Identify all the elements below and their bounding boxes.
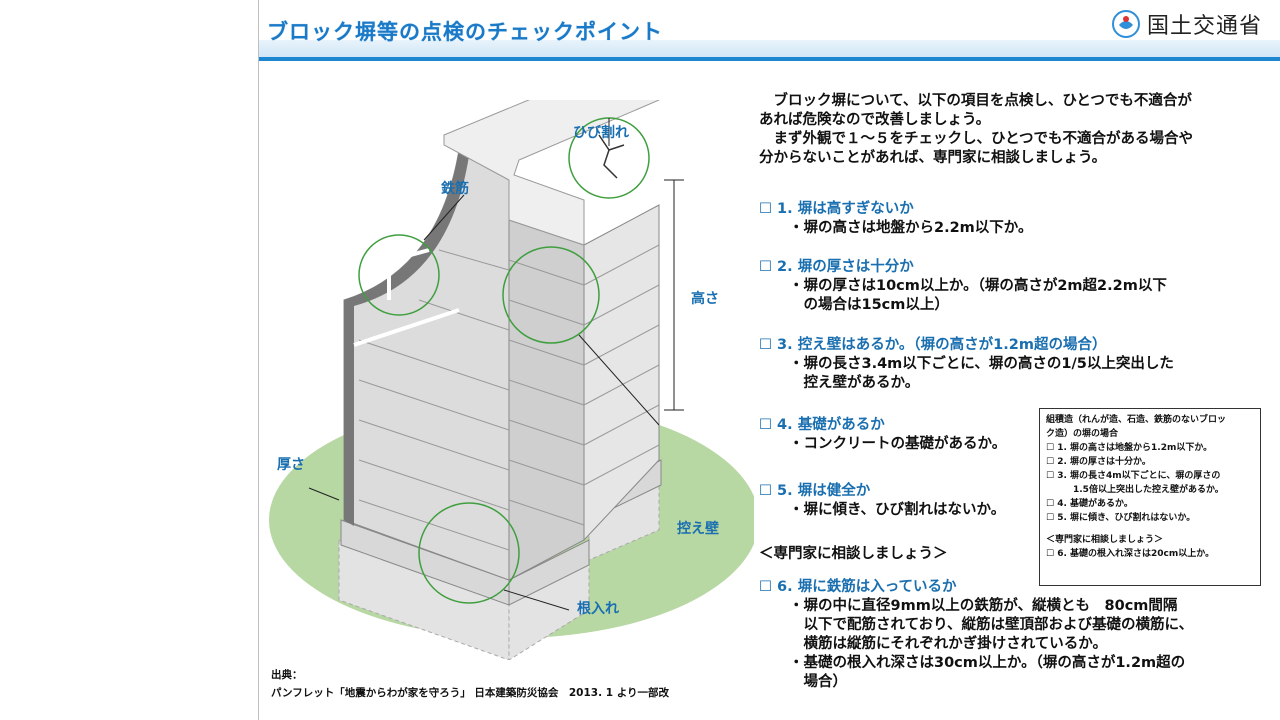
check-item-detail: ・コンクリートの基礎があるか。 <box>789 436 1007 452</box>
check-item-5: ☐ 5. 塀は健全か ・塀に傾き、ひび割れはないか。 <box>759 482 1005 520</box>
ministry-emblem-icon <box>1112 10 1140 38</box>
label-buttress: 控え壁 <box>677 521 719 537</box>
consult-expert-label: ＜専門家に相談しましょう＞ <box>759 546 948 562</box>
rebar <box>318 248 460 347</box>
box-line: ＜専門家に相談しましょう＞ <box>1046 535 1164 545</box>
check-item-head: ☐ 4. 基礎があるか <box>759 417 885 433</box>
box-line: ☐ 5. 塀に傾き、ひび割れはないか。 <box>1046 513 1196 523</box>
source-citation: 出典： パンフレット「地震からわが家を守ろう」 日本建築防災協会 2013. 1… <box>271 666 669 702</box>
left-margin <box>0 0 259 720</box>
check-item-detail: ・塀に傾き、ひび割れはないか。 <box>789 502 1006 518</box>
block-lines <box>358 244 660 551</box>
box-line: 組積造（れんが造、石造、鉄筋のないブロッ <box>1046 415 1227 425</box>
intro-line: あれば危険なので改善しましょう。 <box>759 112 991 128</box>
check-item-detail: ・塀の長さ3.4m以下ごとに、塀の高さの1/5以上突出した <box>789 356 1174 372</box>
check-item-head: ☐ 1. 塀は高すぎないか <box>759 201 914 217</box>
check-item-detail: の場合は15cm以上） <box>789 297 949 313</box>
logo-text: 国土交通省 <box>1147 14 1263 39</box>
slide: ブロック塀等の点検のチェックポイント 国土交通省 <box>259 0 1280 720</box>
check-item-head: ☐ 3. 控え壁はあるか。（塀の高さが1.2m超の場合） <box>759 337 1107 353</box>
check-item-4: ☐ 4. 基礎があるか ・コンクリートの基礎があるか。 <box>759 416 1006 454</box>
intro-line: まず外観で１～５をチェックし、ひとつでも不適合がある場合や <box>759 131 1193 147</box>
masonry-wall-box: 組積造（れんが造、石造、鉄筋のないブロッ ク造）の塀の場合 ☐ 1. 塀の高さは… <box>1039 408 1261 586</box>
ministry-logo: 国土交通省 <box>1111 8 1262 40</box>
check-item-6: ☐ 6. 塀に鉄筋は入っているか ・塀の中に直径9mm以上の鉄筋が、縦横とも 8… <box>759 578 1193 692</box>
check-item-head: ☐ 5. 塀は健全か <box>759 483 871 499</box>
wall-top <box>443 100 660 246</box>
check-item-2: ☐ 2. 塀の厚さは十分か ・塀の厚さは10cm以上か。（塀の高さが2m超2.2… <box>759 258 1167 315</box>
box-line: ☐ 1. 塀の高さは地盤から1.2m以下か。 <box>1046 443 1213 453</box>
check-item-head: ☐ 6. 塀に鉄筋は入っているか <box>759 579 957 595</box>
buttress-front <box>508 219 585 581</box>
wall-cut-edge <box>344 150 469 526</box>
check-item-detail: 場合） <box>789 674 847 690</box>
crack <box>598 134 625 179</box>
wall-face <box>343 149 510 581</box>
source-text: パンフレット「地震からわが家を守ろう」 日本建築防災協会 2013. 1 より一… <box>271 687 669 699</box>
check-item-3: ☐ 3. 控え壁はあるか。（塀の高さが1.2m超の場合） ・塀の長さ3.4m以下… <box>759 336 1174 393</box>
box-line: ク造）の塀の場合 <box>1046 429 1119 439</box>
intro-line: 分からないことがあれば、専門家に相談しましょう。 <box>759 150 1107 166</box>
page-title: ブロック塀等の点検のチェックポイント <box>267 20 663 44</box>
check-item-detail: 以下で配筋されており、縦筋は壁頂部および基礎の横筋に、 <box>789 617 1194 633</box>
check-item-detail: 横筋は縦筋にそれぞれかぎ掛けされているか。 <box>789 636 1107 652</box>
header-rule <box>259 57 1280 61</box>
callout-lines <box>308 118 684 611</box>
label-embedment: 根入れ <box>577 601 619 617</box>
box-line: ☐ 3. 塀の長さ4m以下ごとに、塀の厚さの <box>1046 471 1221 481</box>
intro-text: ブロック塀について、以下の項目を点検し、ひとつでも不適合が あれば危険なので改善… <box>759 92 1249 168</box>
check-item-detail: ・塀の高さは地盤から2.2m以下か。 <box>789 220 1033 236</box>
block-wall-illustration <box>269 100 754 660</box>
box-line <box>1046 525 1254 533</box>
label-rebar: 鉄筋 <box>441 181 469 197</box>
box-line: ☐ 2. 塀の厚さは十分か。 <box>1046 457 1151 467</box>
check-item-detail: ・塀の厚さは10cm以上か。（塀の高さが2m超2.2m以下 <box>789 278 1167 294</box>
label-crack: ひび割れ <box>573 125 629 141</box>
check-item-head: ☐ 2. 塀の厚さは十分か <box>759 259 914 275</box>
check-item-detail: 控え壁があるか。 <box>789 375 920 391</box>
check-item-1: ☐ 1. 塀は高すぎないか ・塀の高さは地盤から2.2m以下か。 <box>759 200 1033 238</box>
footing <box>338 479 660 660</box>
source-label: 出典： <box>271 669 303 681</box>
header-band <box>259 40 1280 58</box>
intro-line: ブロック塀について、以下の項目を点検し、ひとつでも不適合が <box>759 93 1192 109</box>
check-item-detail: ・基礎の根入れ深さは30cm以上か。（塀の高さが1.2m超の <box>789 655 1186 671</box>
box-line: 1.5倍以上突出した控え壁があるか。 <box>1046 485 1224 495</box>
label-thickness: 厚さ <box>277 457 305 473</box>
label-height: 高さ <box>691 291 719 307</box>
box-line: ☐ 4. 基礎があるか。 <box>1046 499 1133 509</box>
buttress-side <box>583 204 660 542</box>
check-item-detail: ・塀の中に直径9mm以上の鉄筋が、縦横とも 80cm間隔 <box>789 598 1178 614</box>
box-line: ☐ 6. 基礎の根入れ深さは20cm以上か。 <box>1046 549 1215 559</box>
